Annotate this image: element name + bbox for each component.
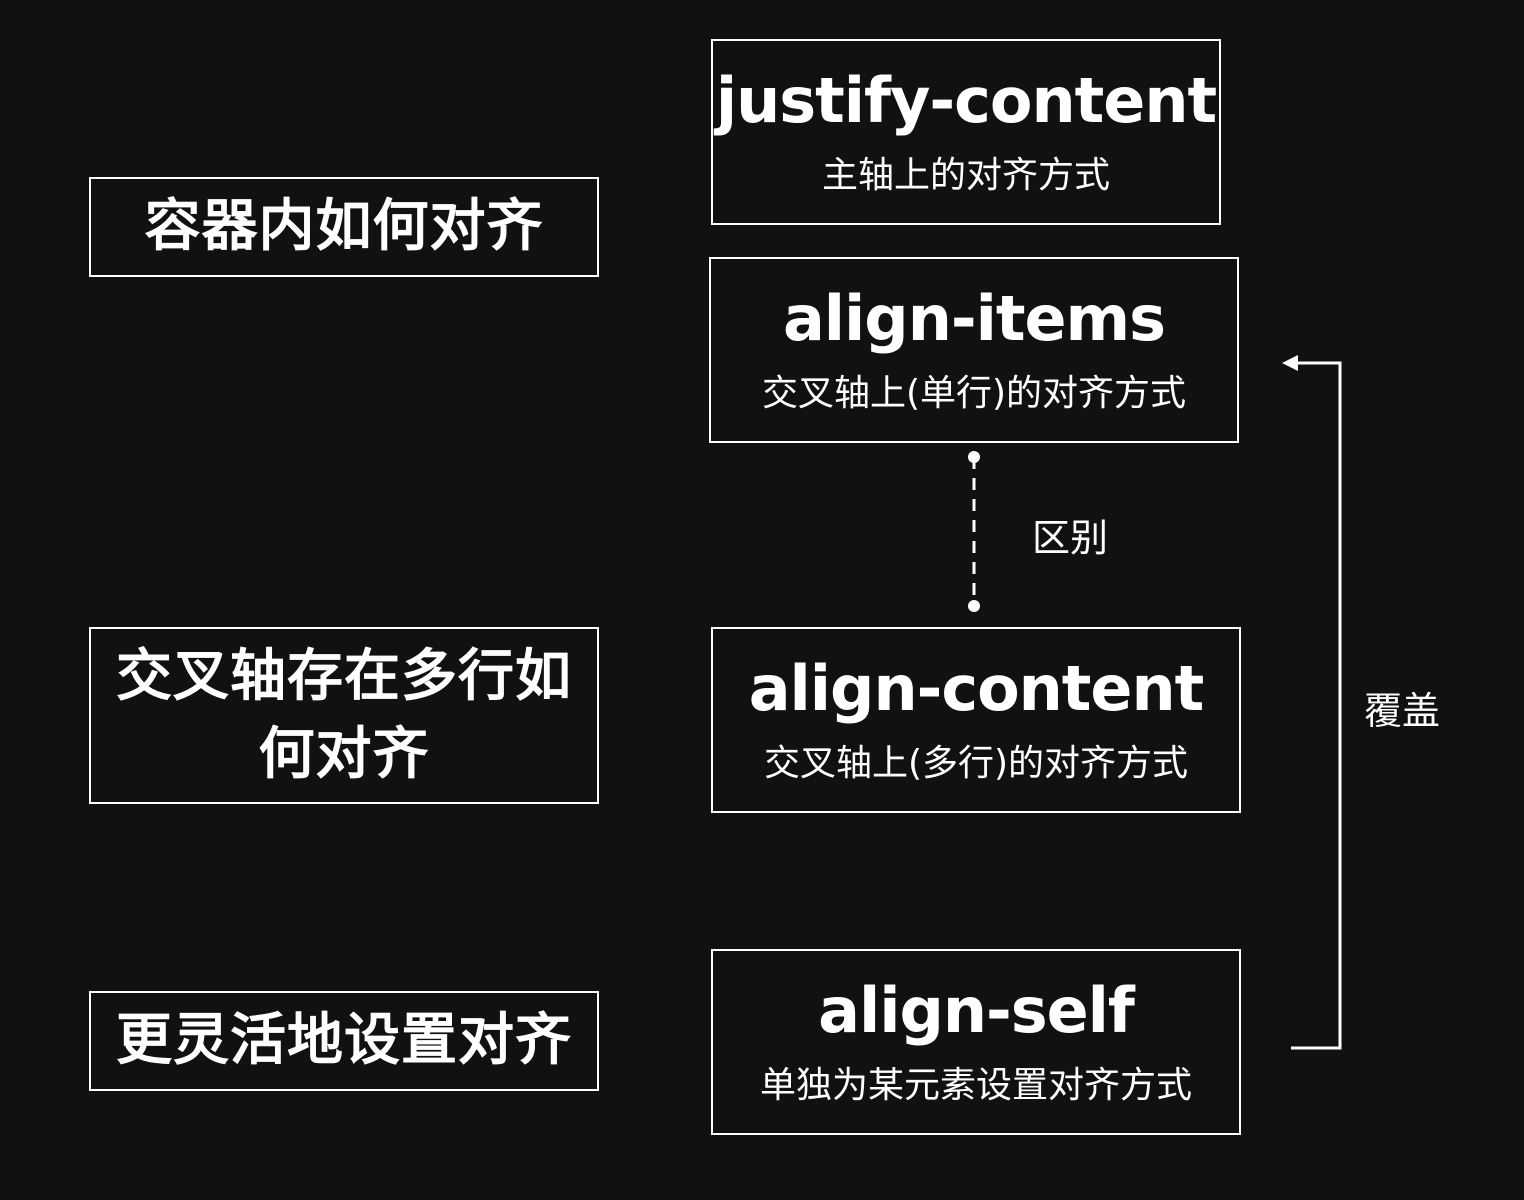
arrow-head-icon — [1282, 355, 1298, 371]
label-text: 容器内如何对齐 — [144, 194, 544, 259]
override-label: 覆盖 — [1364, 689, 1441, 733]
difference-connector — [968, 451, 980, 612]
difference-label: 区别 — [1032, 516, 1109, 560]
property-name: justify-content — [715, 64, 1217, 137]
property-name: align-items — [782, 282, 1166, 355]
property-description: 单独为某元素设置对齐方式 — [759, 1065, 1192, 1106]
property-description: 交叉轴上(多行)的对齐方式 — [763, 743, 1189, 784]
connector-dot-bottom — [968, 600, 980, 612]
node-align-items: align-items 交叉轴上(单行)的对齐方式 — [709, 257, 1239, 443]
property-name: align-content — [748, 652, 1205, 725]
node-align-self: align-self 单独为某元素设置对齐方式 — [711, 949, 1241, 1135]
label-multiline-cross-axis: 交叉轴存在多行如何对齐 — [89, 627, 599, 804]
label-text: 交叉轴存在多行如何对齐 — [116, 643, 572, 787]
label-flexible-alignment: 更灵活地设置对齐 — [89, 991, 599, 1091]
label-text: 更灵活地设置对齐 — [116, 1008, 572, 1073]
property-description: 主轴上的对齐方式 — [821, 155, 1110, 196]
node-justify-content: justify-content 主轴上的对齐方式 — [711, 39, 1221, 225]
override-arrow — [1282, 355, 1342, 1050]
property-name: align-self — [818, 974, 1135, 1047]
node-align-content: align-content 交叉轴上(多行)的对齐方式 — [711, 627, 1241, 813]
property-description: 交叉轴上(单行)的对齐方式 — [761, 373, 1187, 414]
connector-dot-top — [968, 451, 980, 463]
label-container-alignment: 容器内如何对齐 — [89, 177, 599, 277]
